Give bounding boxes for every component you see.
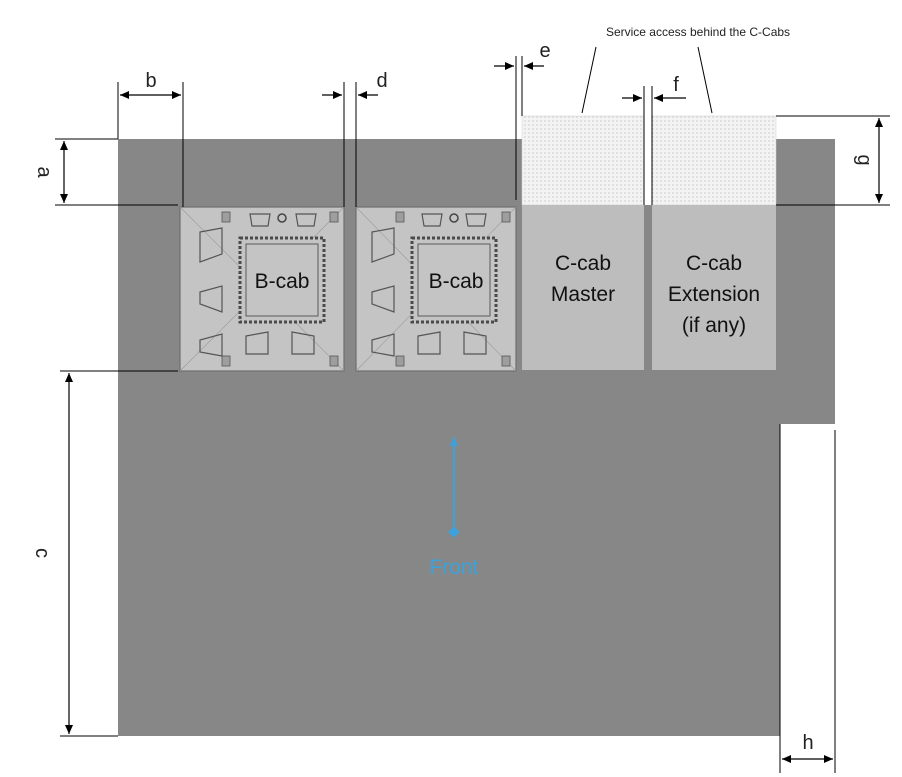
dimension-g-label: g: [853, 154, 875, 165]
b-cab-1: [179, 206, 345, 372]
dimension-b: [117, 82, 184, 207]
dimension-a: [55, 138, 178, 206]
dimension-h-label: h: [802, 732, 813, 754]
b-cab-1-label: B-cab: [255, 270, 310, 293]
service-access-note: Service access behind the C-Cabs: [606, 25, 790, 39]
service-access-leader-extension: [697, 46, 713, 114]
dimension-b-label: b: [145, 70, 156, 92]
dimension-f: [622, 86, 686, 205]
front-arrow-base: [448, 526, 460, 538]
service-access-zone-master: [521, 115, 645, 206]
dimension-c-label: c: [31, 548, 53, 558]
c-cab-extension-label-line-2: Extension: [668, 283, 760, 306]
front-label: Front: [429, 556, 478, 579]
service-access-leader-master: [581, 46, 597, 114]
b-cab-2: [355, 206, 517, 372]
dimension-e-label: e: [539, 40, 550, 62]
c-cab-extension: [652, 205, 776, 370]
b-cab-2-label: B-cab: [429, 270, 484, 293]
service-access-zone-extension: [651, 115, 777, 206]
c-cab-master-label-line-1: C-cab: [555, 252, 611, 275]
c-cab-extension-label-line-3: (if any): [682, 314, 746, 337]
dimension-d-label: d: [376, 70, 387, 92]
c-cab-master-label-line-2: Master: [551, 283, 615, 306]
dimension-c: [60, 370, 178, 737]
dimension-f-label: f: [673, 74, 679, 96]
c-cab-extension-label-line-1: C-cab: [686, 252, 742, 275]
dimension-g: [776, 115, 890, 206]
dimension-d: [322, 82, 378, 207]
dimension-e: [494, 56, 544, 200]
dimension-a-label: a: [33, 166, 55, 178]
dimension-h: [779, 424, 836, 773]
c-cab-master: [522, 205, 644, 370]
